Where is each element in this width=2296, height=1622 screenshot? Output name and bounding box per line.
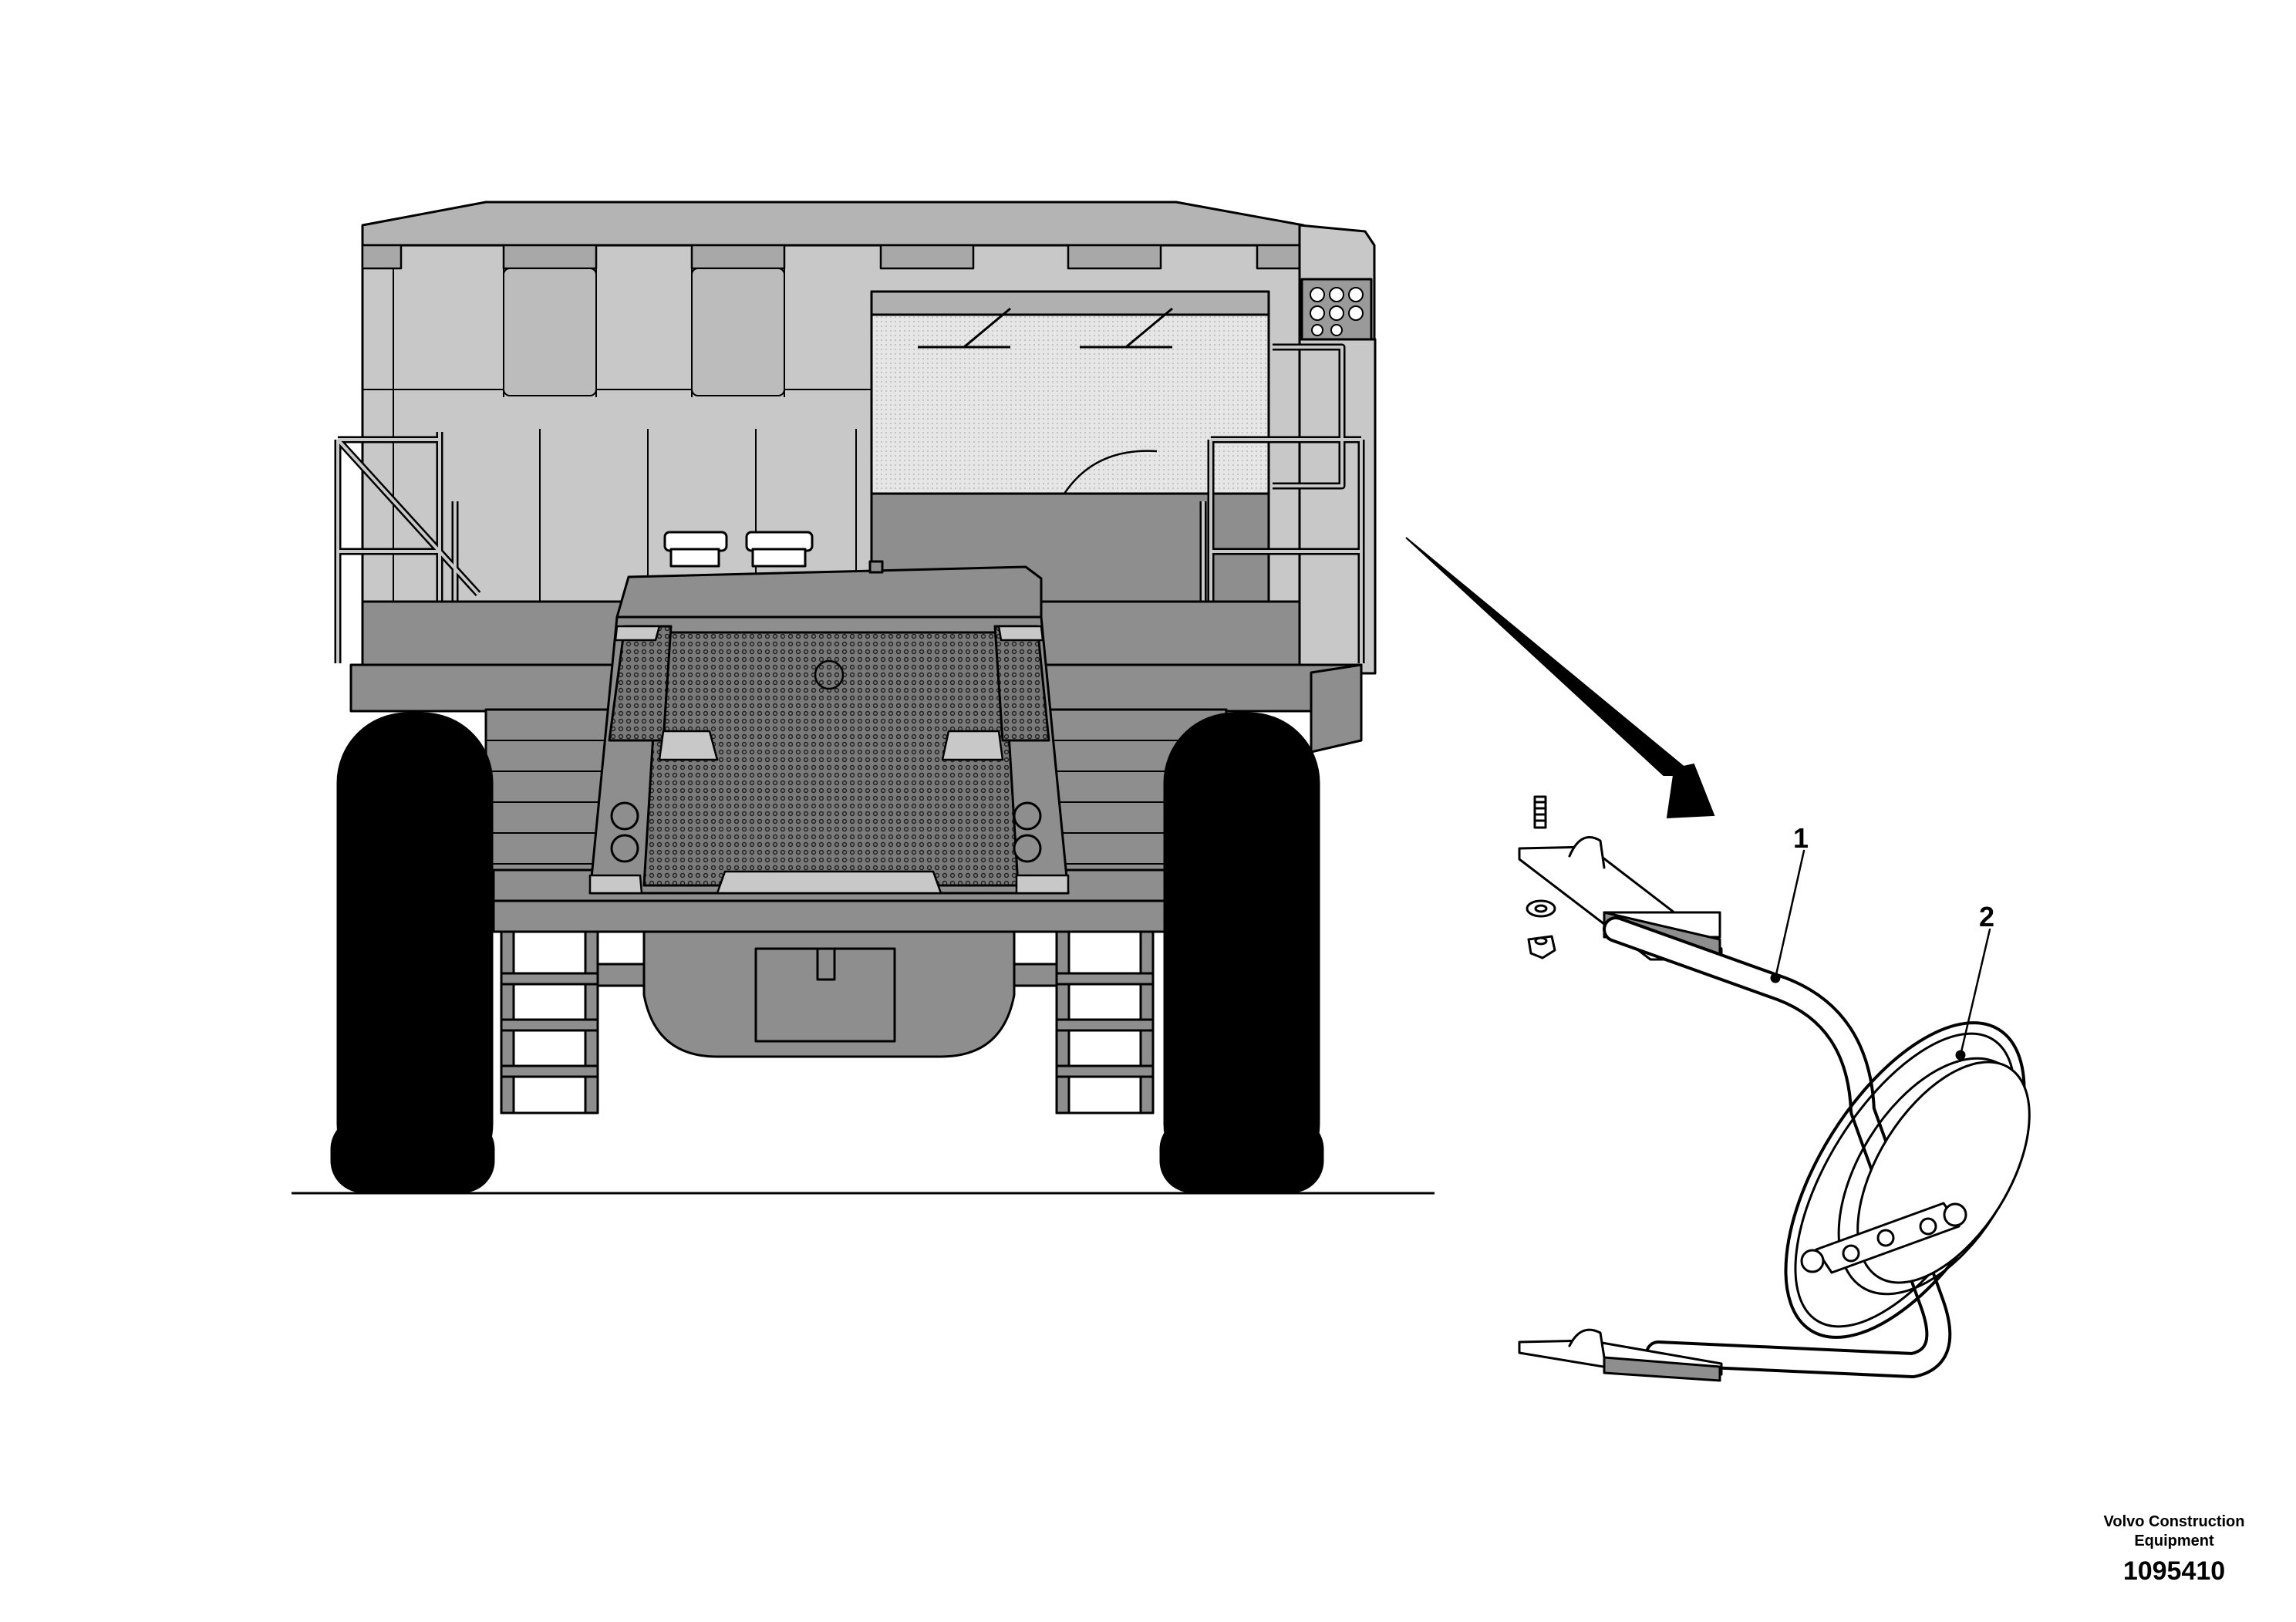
company-name: Volvo Construction Equipment: [2089, 1512, 2259, 1551]
detail-arrow: [1405, 537, 1715, 819]
dump-truck-front-view: [292, 201, 1435, 1195]
body-canopy-top: [361, 201, 1305, 247]
company-line-1: Volvo Construction: [2103, 1513, 2245, 1530]
left-tire: [336, 712, 494, 1195]
callout-1: 1: [1793, 822, 1809, 854]
right-tire: [1163, 712, 1320, 1195]
drawing-number: 1095410: [2122, 1556, 2226, 1586]
leader-1: [1774, 849, 1805, 980]
mirror-assembly-detail: [1518, 795, 2031, 1382]
callout-2: 2: [1979, 901, 1995, 932]
screw: [1533, 795, 1547, 829]
leader-2: [1959, 928, 1991, 1057]
company-line-2: Equipment: [2134, 1533, 2214, 1549]
